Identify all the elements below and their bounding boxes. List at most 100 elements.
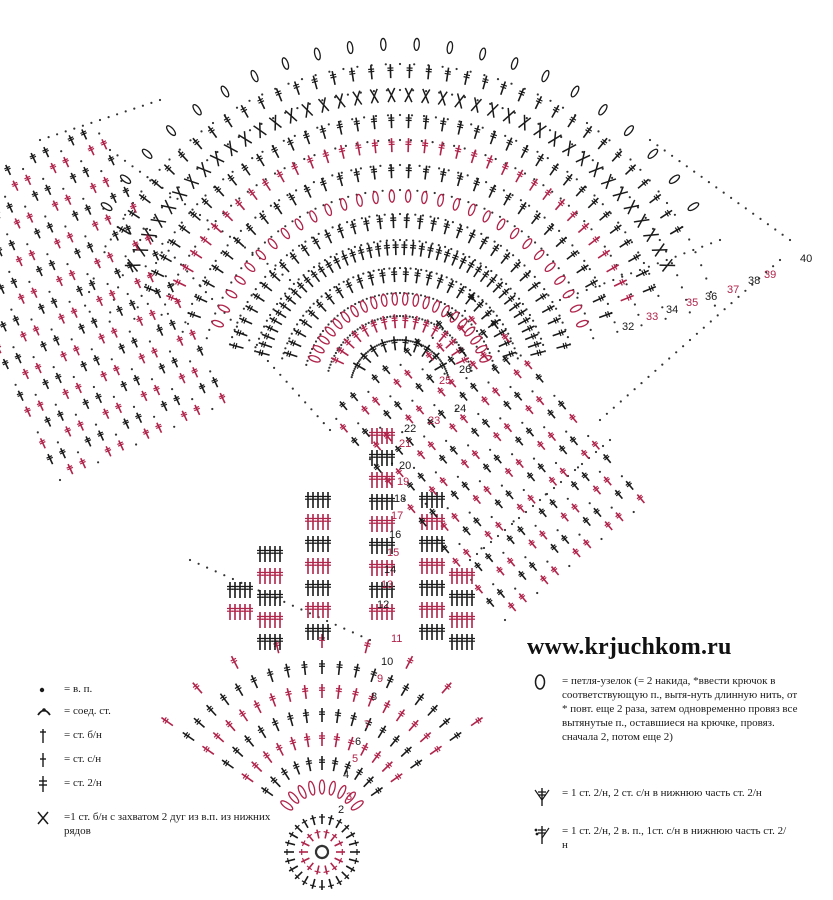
stitch	[392, 241, 399, 256]
stitch	[277, 634, 283, 650]
stitch	[510, 57, 519, 70]
stitch	[424, 536, 430, 552]
chain-dot	[521, 421, 524, 424]
chain-dot	[250, 294, 253, 297]
chain-dot	[344, 144, 347, 147]
stitch	[370, 165, 378, 180]
stitch	[335, 684, 343, 699]
chain-dot	[490, 269, 493, 273]
stitch	[389, 582, 395, 598]
stitch	[534, 95, 543, 110]
chain-dot	[369, 165, 372, 168]
stitch	[518, 593, 528, 603]
chain-dot	[685, 298, 688, 301]
stitch	[549, 163, 559, 176]
stitch	[515, 169, 524, 183]
stitch	[178, 372, 186, 384]
stitch	[363, 217, 370, 232]
stitch	[437, 90, 448, 106]
stitch	[74, 382, 82, 394]
stitch	[421, 190, 428, 205]
stitch	[189, 249, 203, 259]
chain-dot	[6, 233, 9, 236]
stitch	[368, 65, 375, 80]
stitch	[116, 305, 124, 317]
stitch	[456, 285, 465, 299]
stitch	[284, 849, 294, 855]
stitch	[382, 700, 391, 714]
chain-dot	[511, 342, 514, 345]
chain-dot	[434, 471, 437, 474]
stitch	[309, 815, 317, 826]
stitch	[62, 388, 70, 400]
stitch	[467, 230, 476, 244]
chain-dot	[32, 356, 35, 359]
chain-dot	[443, 372, 446, 375]
chain-dot	[420, 268, 423, 271]
chain-dot	[10, 308, 13, 311]
chain-dot	[255, 184, 258, 187]
stitch	[301, 684, 309, 699]
stitch	[460, 458, 470, 469]
chain-dot	[536, 150, 539, 153]
chain-dot	[399, 363, 402, 366]
stitch	[473, 300, 485, 312]
chain-dot	[359, 326, 362, 329]
chain-dot	[467, 444, 470, 447]
chain-dot	[707, 181, 711, 184]
stitch	[391, 314, 398, 329]
stitch	[152, 249, 160, 261]
stitch	[323, 865, 330, 875]
chain-dot	[647, 375, 650, 378]
chain-dot	[94, 423, 98, 426]
chain-dot	[226, 244, 229, 247]
stitch	[310, 514, 316, 530]
stitch	[483, 485, 492, 496]
chain-dot	[130, 368, 133, 371]
stitch	[351, 436, 360, 447]
stitch	[341, 824, 350, 833]
chain-dot	[504, 134, 507, 137]
stitch	[388, 189, 396, 203]
chain-dot	[430, 321, 433, 324]
chain-dot	[160, 251, 163, 254]
chain-dot	[533, 178, 536, 181]
stitch	[138, 352, 146, 364]
chain-dot	[451, 93, 454, 96]
stitch	[383, 432, 393, 442]
chain-dot	[114, 433, 118, 436]
stitch	[456, 172, 464, 187]
chain-dot	[752, 212, 755, 215]
stitch	[446, 279, 455, 294]
chain-dot	[398, 188, 402, 192]
chain-dot	[279, 297, 283, 300]
stitch	[325, 602, 331, 618]
stitch	[300, 857, 310, 864]
chain-dot	[126, 292, 129, 296]
chain-dot	[274, 87, 277, 90]
chain-dot	[38, 138, 42, 142]
chain-dot	[495, 274, 498, 277]
chain-dot	[145, 227, 149, 230]
chain-dot	[117, 286, 120, 289]
chain-dot	[619, 400, 622, 403]
chain-dot	[310, 408, 313, 411]
stitch	[305, 602, 311, 618]
stitch	[46, 222, 54, 233]
chain-dot	[352, 369, 355, 372]
chain-dot	[609, 254, 612, 257]
stitch	[364, 639, 371, 654]
stitch	[124, 224, 132, 235]
chain-dot	[499, 244, 502, 247]
chain-dot	[132, 405, 136, 408]
stitch	[70, 307, 78, 318]
chain-dot	[312, 266, 316, 269]
stitch	[336, 172, 344, 187]
stitch	[238, 131, 253, 147]
chain-dot	[168, 192, 172, 195]
row-number: 32	[622, 321, 634, 333]
stitch	[84, 436, 92, 447]
stitch	[183, 173, 200, 190]
stitch	[319, 708, 325, 722]
chain-dot	[368, 458, 372, 461]
